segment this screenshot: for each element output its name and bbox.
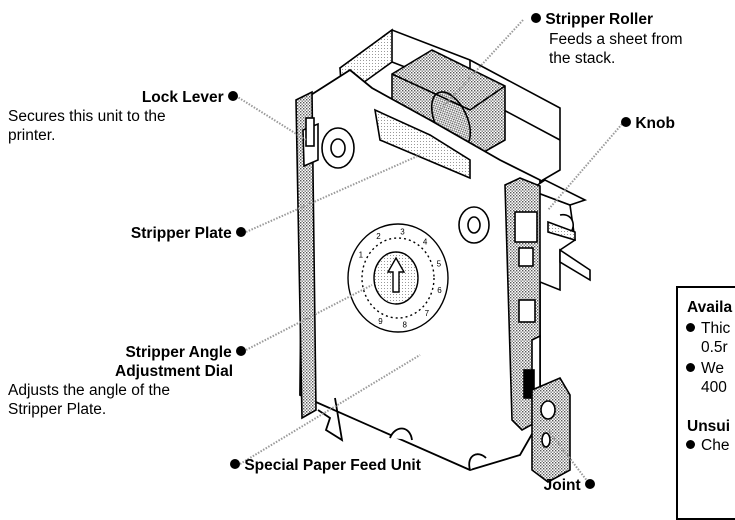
dial-number: 1	[359, 251, 364, 260]
bullet-dot	[531, 13, 541, 23]
bullet-dot	[236, 227, 246, 237]
dial-number: 3	[400, 227, 405, 236]
stripper-angle-dial	[347, 223, 449, 333]
bullet-dot	[621, 117, 631, 127]
bullet-dot	[236, 346, 246, 356]
label-stripper-roller: Stripper Roller	[531, 10, 653, 29]
bullet-weight-value: 400	[701, 379, 727, 396]
bullet-thickness: Thic	[686, 319, 730, 338]
dial-number: 6	[437, 286, 442, 295]
leader-stripper-angle-dial	[245, 284, 373, 351]
bullet-weight: We	[686, 359, 724, 378]
desc-stripper-roller-2: the stack.	[549, 50, 616, 67]
bullet-dot	[230, 459, 240, 469]
bullet-thickness-value: 0.5r	[701, 339, 728, 356]
bullet-check: Che	[686, 436, 729, 455]
label-stripper-angle-dial-1: Stripper Angle	[125, 343, 246, 362]
desc-stripper-roller-1: Feeds a sheet from	[549, 31, 683, 48]
desc-lock-lever-2: printer.	[8, 127, 56, 144]
bullet-dot	[686, 440, 695, 449]
knob-mechanism	[504, 177, 591, 431]
paper-info-box: Availa Thic 0.5r We 400 Unsui Che	[676, 286, 735, 520]
available-heading: Availa	[687, 299, 733, 316]
dial-number: 5	[437, 260, 442, 269]
label-special-paper-feed-unit: Special Paper Feed Unit	[230, 456, 421, 475]
dial-number: 9	[378, 317, 383, 326]
label-lock-lever: Lock Lever	[142, 88, 238, 107]
dial-number: 2	[376, 232, 381, 241]
lock-lever-bar	[295, 90, 319, 420]
desc-stripper-angle-dial-2: Stripper Plate.	[8, 401, 107, 418]
bullet-dot	[686, 323, 695, 332]
leader-joint	[547, 429, 589, 483]
bullet-dot	[228, 91, 238, 101]
leader-stripper-roller	[439, 19, 524, 111]
joint	[531, 376, 571, 483]
stripper-plate	[373, 108, 471, 180]
desc-stripper-angle-dial-1: Adjusts the angle of the	[8, 382, 171, 399]
feed-unit-diagram: 1 2 3 4 5 6 7 8 9	[235, 19, 623, 483]
label-joint: Joint	[544, 476, 595, 495]
dial-number: 7	[425, 309, 430, 318]
label-knob: Knob	[621, 114, 675, 133]
leader-lines	[235, 19, 623, 483]
desc-lock-lever-1: Secures this unit to the	[8, 108, 166, 125]
bullet-dot	[686, 363, 695, 372]
label-stripper-plate: Stripper Plate	[131, 224, 246, 243]
mount-holes-left	[321, 127, 490, 244]
dial-number: 8	[402, 320, 407, 329]
label-stripper-angle-dial-2: Adjustment Dial	[115, 363, 233, 380]
leader-special-paper-feed-unit	[239, 354, 421, 465]
leader-knob	[547, 123, 623, 211]
unsuitable-heading: Unsui	[687, 418, 731, 435]
dial-number: 4	[423, 238, 428, 247]
dial-tick-labels: 1 2 3 4 5 6 7 8 9	[359, 227, 443, 329]
bullet-dot	[585, 479, 595, 489]
